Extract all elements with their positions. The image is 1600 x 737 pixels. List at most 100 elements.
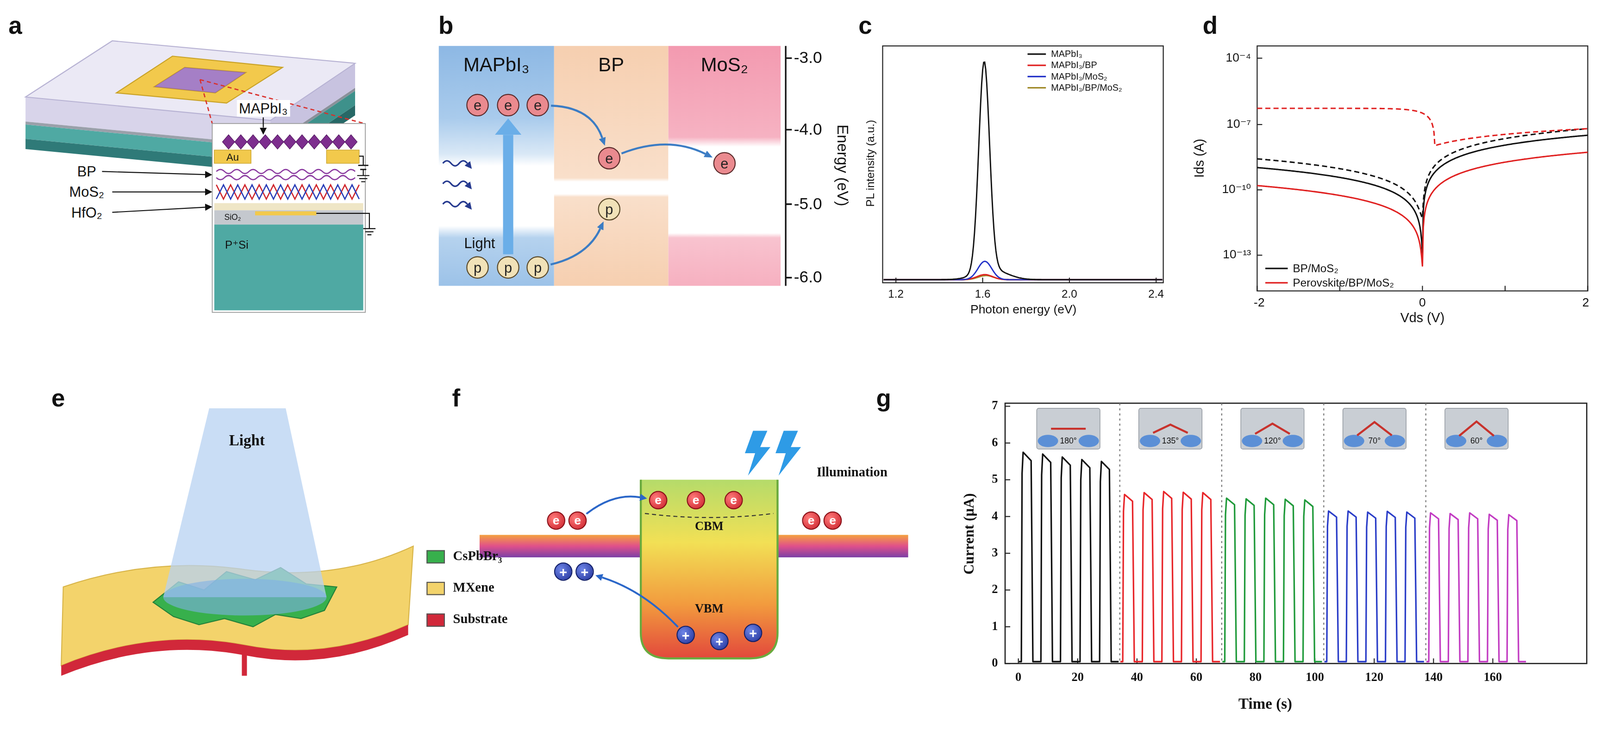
transfer-arrow: [621, 144, 706, 154]
cbm-line: [644, 513, 774, 518]
layer-label: MoS₂: [67, 183, 107, 200]
node-text: e: [504, 97, 513, 113]
tick-label: -2: [1253, 296, 1265, 311]
axis-tick: [785, 58, 792, 278]
axis-tick: [981, 277, 983, 283]
light-wave: [443, 181, 468, 187]
axis-tick: [1421, 285, 1423, 291]
tick-label: 1: [991, 619, 998, 634]
tick-label: 0: [1015, 670, 1022, 685]
finger: [1139, 434, 1161, 447]
node-text: e: [552, 513, 560, 526]
separator: [1119, 403, 1426, 664]
hole-circle: p: [496, 256, 519, 279]
tick-label: -5.0: [793, 194, 823, 214]
bent-device: [1459, 421, 1494, 437]
finger: [1078, 434, 1100, 447]
axis-title: Current (μA): [961, 493, 978, 575]
transfer-arrow: [550, 228, 600, 265]
light-beam: [163, 408, 327, 598]
legend-text: Substrate: [453, 612, 508, 628]
electrode-band: [777, 534, 909, 558]
mos2-layer: [216, 184, 360, 200]
hole-circle: +: [743, 623, 763, 643]
lightning-bolt: [775, 431, 801, 476]
band-column: MoS₂e: [668, 45, 781, 286]
light-spot: [163, 578, 327, 616]
tick-label: 60: [1190, 670, 1203, 685]
tick-label: 80: [1249, 670, 1262, 685]
panel-letter: b: [438, 11, 454, 40]
electron-circle: e: [568, 511, 588, 531]
node-text: +: [681, 628, 690, 642]
node-text: p: [504, 260, 513, 275]
axis-tick: [1005, 589, 1011, 591]
band-label: CBM: [694, 519, 724, 534]
iv-trace: [1256, 128, 1588, 219]
electrode-band: [479, 534, 641, 558]
electron-circle: e: [496, 93, 519, 117]
zoom-line: [200, 79, 365, 124]
electron-circle: e: [649, 491, 668, 510]
angle-label: 60°: [1470, 436, 1483, 446]
au-electrode: [326, 150, 360, 164]
tick-label: 10⁻¹³: [1222, 248, 1251, 263]
node-text: p: [605, 202, 613, 217]
tick-label: -3.0: [793, 48, 823, 68]
panel-letter: a: [8, 11, 22, 40]
legend-line: [1027, 53, 1047, 55]
node-text: e: [730, 493, 738, 506]
panel-letter: c: [858, 11, 872, 40]
inset-photo: [1138, 408, 1203, 450]
hole-circle: +: [575, 562, 594, 582]
iv-trace: [1256, 152, 1588, 267]
angle-label: 120°: [1263, 436, 1281, 446]
bp-layer: [216, 169, 356, 174]
electron-circle: e: [713, 152, 736, 175]
legend-text: MAPbI₃/MoS₂: [1050, 71, 1108, 82]
electron-circle: e: [526, 93, 549, 117]
tick-label: 1.2: [887, 287, 904, 301]
current-trace: [1222, 498, 1322, 662]
bent-device: [1050, 427, 1086, 430]
zoom-line: [200, 79, 213, 124]
tick-label: 2.4: [1148, 287, 1164, 301]
bent-device: [1153, 424, 1188, 433]
node-text: MAPbI₃: [463, 55, 530, 75]
electron-circle: e: [686, 491, 706, 510]
node-text: +: [581, 564, 589, 579]
axis-tick: [1256, 189, 1263, 191]
light-label: Light: [463, 234, 495, 251]
angle-label: 135°: [1162, 436, 1179, 446]
substrate-edge: [61, 624, 408, 676]
finger: [1037, 434, 1059, 447]
axis-title: Vds (V): [1400, 310, 1445, 326]
tick-label: 140: [1424, 670, 1444, 685]
legend-line: [1265, 281, 1288, 284]
node-text: e: [533, 97, 542, 113]
axis-tick: [1373, 658, 1375, 664]
axis-tick: [1504, 285, 1506, 291]
hole-circle: p: [598, 198, 621, 221]
light-label: Light: [229, 432, 265, 450]
illumination-label: Illumination: [816, 464, 888, 481]
electron-circle: e: [801, 511, 821, 531]
transfer-arrow: [602, 577, 679, 627]
hole-circle: +: [710, 631, 729, 651]
node-text: BP: [598, 55, 625, 75]
node-text: e: [807, 513, 815, 526]
axis-tick: [1005, 479, 1011, 481]
bp-layer: [216, 175, 356, 180]
lightning-bolt: [744, 431, 771, 476]
axis-title: Energy (eV): [834, 124, 852, 207]
axis-tick: [1005, 662, 1011, 664]
legend-swatch: [426, 612, 445, 627]
plot-frame: [1005, 403, 1587, 664]
legend-swatch: [426, 581, 445, 595]
mos2-layer: [216, 184, 360, 200]
tick-label: 6: [991, 436, 998, 450]
tick-label: 4: [991, 509, 998, 524]
finger: [1180, 434, 1201, 447]
node-text: e: [574, 513, 582, 526]
wire: [316, 213, 370, 229]
